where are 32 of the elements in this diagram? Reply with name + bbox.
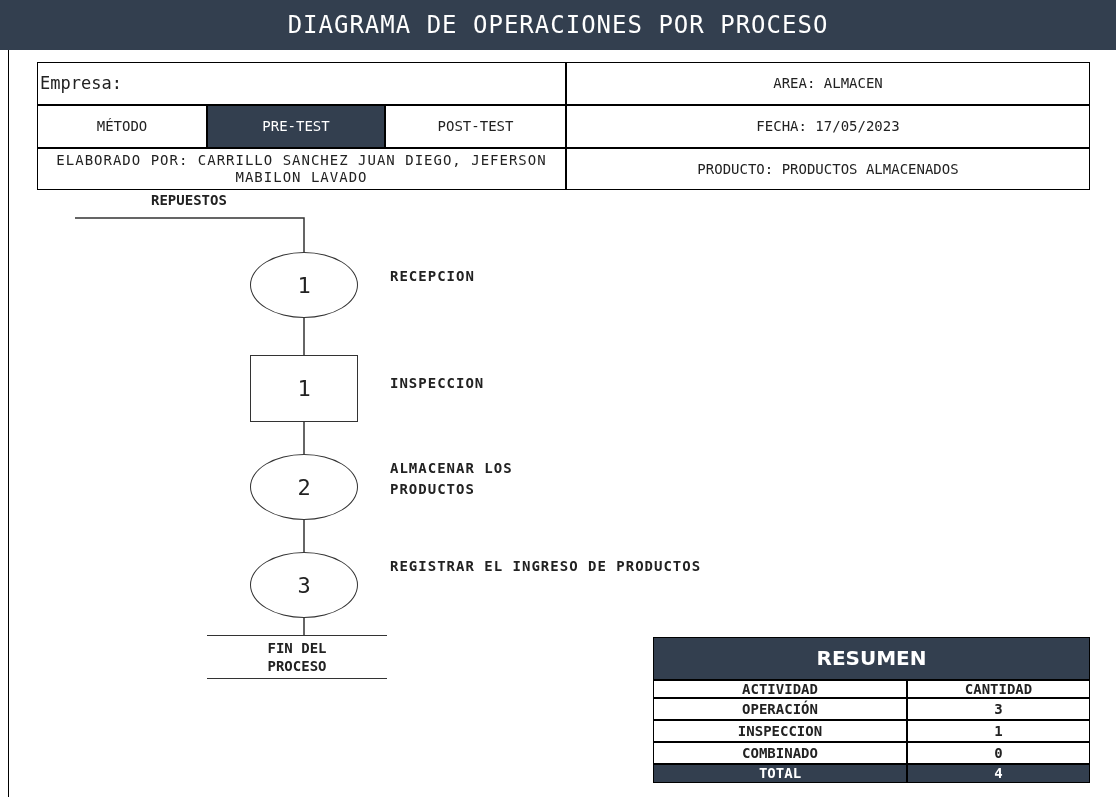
step-label: RECEPCION	[390, 267, 476, 286]
column-header: CANTIDAD	[907, 680, 1090, 698]
step-label: REGISTRAR EL INGRESO DE PRODUCTOS	[390, 557, 703, 576]
header-field: ELABORADO POR: CARRILLO SANCHEZ JUAN DIEGO, JEFERSON MABILON LAVADO	[37, 148, 566, 190]
activity-name: OPERACIÓN	[653, 698, 907, 720]
column-header: ACTIVIDAD	[653, 680, 907, 698]
company-field: Empresa:	[37, 62, 566, 105]
quantity-value: 1	[907, 720, 1090, 742]
summary-title: RESUMEN	[653, 637, 1090, 680]
method-header: MÉTODO	[37, 105, 207, 148]
header-field: FECHA: 17/05/2023	[566, 105, 1090, 148]
inspection-square: 1	[250, 355, 358, 422]
input-label: REPUESTOS	[75, 192, 305, 218]
activity-name: INSPECCION	[653, 720, 907, 742]
header-field: PRODUCTO: PRODUCTOS ALMACENADOS	[566, 148, 1090, 190]
step-label: INSPECCION	[390, 374, 486, 393]
connector-line	[303, 421, 305, 455]
step-label: ALMACENAR LOS PRODUCTOS	[390, 459, 514, 499]
quantity-value: 0	[907, 742, 1090, 764]
end-label: FIN DEL PROCESO	[207, 635, 387, 679]
total-value: 4	[907, 764, 1090, 783]
connector-line	[74, 217, 305, 253]
connector-line	[303, 317, 305, 356]
method-option: POST-TEST	[385, 105, 566, 148]
header-field: AREA: ALMACEN	[566, 62, 1090, 105]
activity-name: COMBINADO	[653, 742, 907, 764]
connector-line	[303, 617, 305, 636]
quantity-value: 3	[907, 698, 1090, 720]
connector-line	[303, 519, 305, 553]
method-option: PRE-TEST	[207, 105, 385, 148]
total-label: TOTAL	[653, 764, 907, 783]
title-bar: DIAGRAMA DE OPERACIONES POR PROCESO	[0, 0, 1116, 50]
